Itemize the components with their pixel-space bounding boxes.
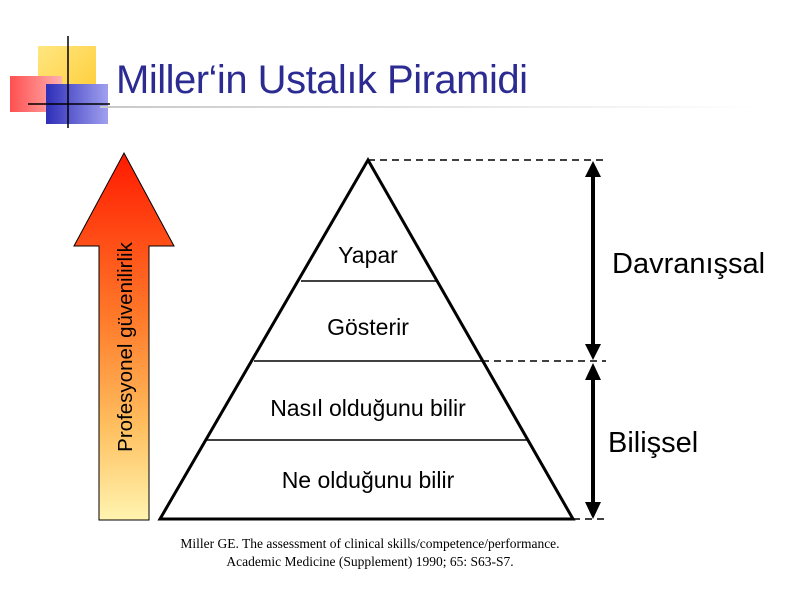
slide-logo-decoration xyxy=(10,36,110,128)
page-title: Miller‘in Ustalık Piramidi xyxy=(116,58,528,102)
pyramid-level-label: Ne olduğunu bilir xyxy=(282,467,455,493)
citation-line: Academic Medicine (Supplement) 1990; 65:… xyxy=(226,554,514,569)
cognitive-range-arrow xyxy=(585,363,601,519)
pyramid-level-label: Yapar xyxy=(338,242,398,268)
citation-line: Miller GE. The assessment of clinical sk… xyxy=(180,536,560,551)
behavioral-label: Davranışsal xyxy=(612,248,765,280)
dashed-guides xyxy=(368,159,606,520)
cognitive-label: Bilişsel xyxy=(608,427,698,459)
confidence-arrow: Profesyonel güvenilirlik xyxy=(73,151,175,521)
pyramid-level-label: Nasıl olduğunu bilir xyxy=(270,395,466,421)
arrow-label: Profesyonel güvenilirlik xyxy=(114,241,137,451)
behavioral-range-arrow xyxy=(585,161,601,360)
title-underline xyxy=(100,106,760,108)
pyramid: Yapar Gösterir Nasıl olduğunu bilir Ne o… xyxy=(157,156,576,521)
citation: Miller GE. The assessment of clinical sk… xyxy=(120,535,620,571)
pyramid-level-label: Gösterir xyxy=(327,314,409,340)
